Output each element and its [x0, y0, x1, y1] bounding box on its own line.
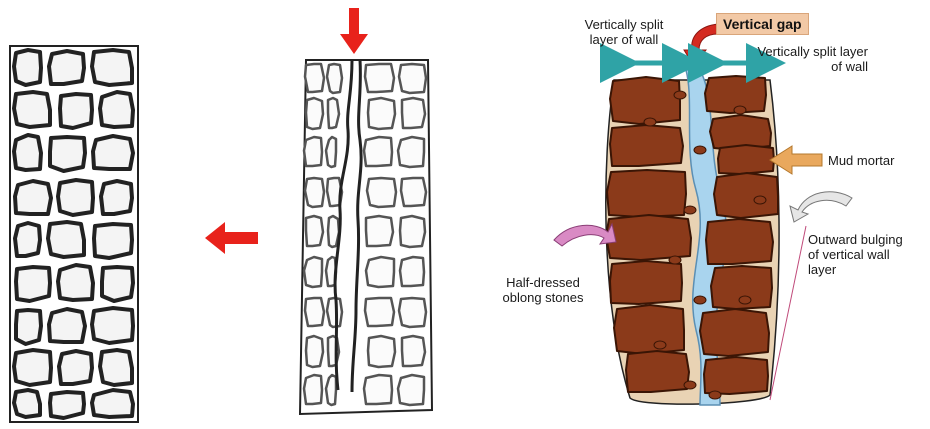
rubble-stone: [14, 92, 50, 127]
rubble-stone: [49, 51, 84, 84]
chinking-pebble: [684, 206, 696, 214]
rubble-stone: [92, 50, 132, 85]
half-dressed-stone: [614, 305, 684, 354]
rubble-stone: [304, 257, 322, 287]
rubble-stone: [93, 136, 133, 169]
chinking-pebble: [654, 341, 666, 349]
rubble-stone: [398, 137, 424, 167]
half-dressed-stone: [626, 351, 689, 392]
rubble-stone: [58, 180, 93, 215]
outward-bulging-label: Outward bulging of vertical wall layer: [808, 232, 928, 277]
rubble-stone: [14, 50, 41, 85]
rubble-stone: [400, 257, 424, 286]
rubble-stone: [92, 390, 133, 417]
rubble-stone: [365, 64, 394, 92]
rubble-stone: [398, 375, 424, 405]
rubble-stone: [92, 308, 133, 343]
rubble-stone: [399, 298, 426, 327]
rubble-stone: [14, 350, 51, 385]
vertical-gap-label: Vertical gap: [716, 13, 809, 35]
half-dressed-stone: [704, 357, 768, 394]
half-dressed-stones-label: Half-dressed oblong stones: [488, 275, 598, 305]
rubble-stone: [368, 336, 395, 367]
rubble-stone: [364, 375, 392, 404]
cross-section-diagram: [606, 70, 779, 405]
rubble-stone: [366, 257, 394, 287]
rubble-stone: [15, 181, 51, 214]
chinking-pebble: [734, 106, 746, 114]
half-dressed-stone: [714, 173, 778, 218]
rubble-stone: [366, 216, 393, 246]
rubble-stone: [326, 375, 336, 405]
half-dressed-stone: [606, 215, 691, 260]
half-dressed-stone: [718, 145, 774, 174]
chinking-pebble: [684, 381, 696, 389]
rubble-stone: [50, 137, 85, 171]
rubble-stone: [306, 336, 323, 367]
half-dressed-stone: [706, 219, 773, 264]
rubble-stone: [304, 137, 322, 166]
split-layer-right-label: Vertically split layer of wall: [718, 44, 868, 74]
rubble-stone: [100, 92, 133, 127]
rubble-stone: [305, 178, 324, 207]
curved-arrow-icon: [684, 24, 718, 66]
rubble-stone: [402, 98, 425, 128]
rubble-stone: [60, 94, 92, 128]
rubble-stone: [400, 216, 425, 247]
rubble-stone: [16, 310, 41, 344]
rubble-stone: [401, 178, 426, 206]
rubble-stone: [327, 64, 342, 93]
rubble-stone: [399, 64, 426, 93]
rubble-stone: [48, 222, 84, 257]
rubble-stone: [101, 181, 132, 214]
rubble-stone: [326, 137, 336, 167]
rubble-stone: [58, 265, 93, 300]
rubble-stone: [402, 336, 425, 366]
chinking-pebble: [644, 118, 656, 126]
chinking-pebble: [669, 256, 681, 264]
chinking-pebble: [694, 296, 706, 304]
half-dressed-stone: [610, 261, 682, 304]
chinking-pebble: [709, 391, 721, 399]
half-dressed-stone: [607, 170, 686, 217]
rubble-stone: [16, 267, 50, 301]
chinking-pebble: [674, 91, 686, 99]
half-dressed-stone: [610, 77, 680, 124]
rubble-stone: [368, 98, 395, 129]
rubble-stone: [50, 392, 84, 418]
rubble-stone: [305, 298, 324, 326]
rubble-stone: [328, 98, 339, 128]
half-dressed-stone: [610, 125, 683, 166]
down-arrow-icon: [340, 8, 368, 54]
rubble-stone: [365, 298, 394, 326]
chinking-pebble: [739, 296, 751, 304]
rubble-stone: [15, 223, 40, 256]
rubble-stone: [367, 178, 396, 207]
rubble-stone: [14, 390, 40, 417]
rubble-stone: [305, 64, 324, 92]
curved-arrow-icon: [770, 192, 852, 400]
rubble-stone: [304, 375, 322, 404]
chinking-pebble: [754, 196, 766, 204]
rubble-stone: [14, 135, 41, 170]
left-arrow-icon: [205, 222, 258, 254]
split-layer-left-label: Vertically split layer of wall: [560, 17, 688, 47]
rubble-stone: [364, 137, 392, 166]
rubble-stone: [100, 350, 132, 385]
rubble-stone: [59, 351, 92, 384]
mud-mortar-label: Mud mortar: [828, 153, 918, 168]
split-wall-sketch: [300, 60, 432, 414]
rubble-stone: [327, 298, 342, 327]
rubble-stone: [94, 224, 132, 258]
intact-wall-sketch: [10, 46, 138, 422]
half-dressed-stone: [700, 309, 769, 356]
rubble-stone: [102, 267, 133, 301]
chinking-pebble: [694, 146, 706, 154]
rubble-stone: [306, 98, 323, 129]
rubble-stone: [49, 309, 85, 342]
rubble-stone: [306, 216, 323, 246]
